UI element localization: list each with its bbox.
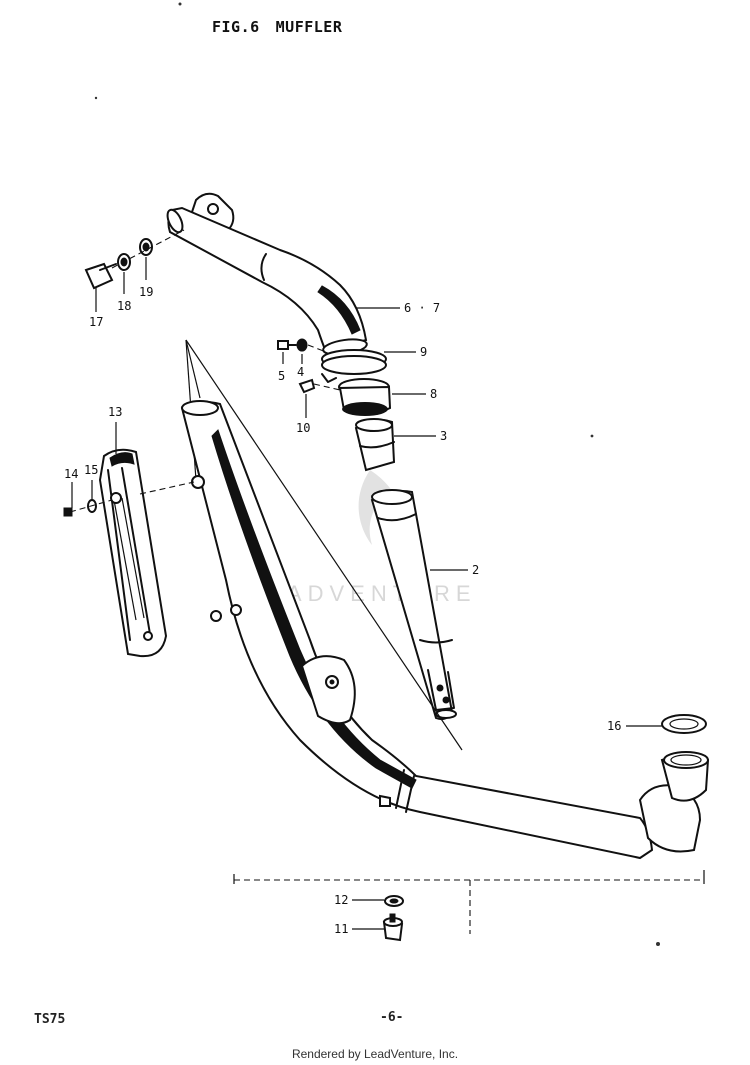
header-bolt-set: [84, 229, 185, 290]
pipe-end-opening: [166, 208, 184, 234]
reference-line: [185, 339, 463, 751]
muffler-body: [180, 400, 710, 860]
callout-3: 3: [440, 429, 447, 443]
print-speck: [94, 96, 98, 100]
callout-9: 9: [420, 345, 427, 359]
screw-10-icon: [298, 378, 316, 394]
exhaust-gasket: [661, 714, 707, 734]
muffler-gasket: [338, 378, 392, 416]
callout-14: 14: [64, 467, 78, 481]
callout-15: 15: [84, 463, 98, 477]
print-speck: [656, 942, 660, 946]
rendered-by-credit: Rendered by LeadVenture, Inc.: [291, 1047, 459, 1061]
bottom-mount-hardware: [382, 895, 404, 942]
front-elbow: [638, 784, 702, 853]
mounting-hole: [207, 203, 219, 215]
callout-4: 4: [297, 365, 304, 379]
callout-12: 12: [334, 893, 348, 907]
clamp-ring-bottom: [321, 355, 387, 375]
pipe-shading: [317, 285, 361, 335]
section-title: MUFFLER: [275, 18, 343, 36]
header-pipe-body: [167, 206, 368, 354]
connector-pipe: [354, 418, 396, 472]
figure-label: FIG.6: [212, 18, 260, 36]
clamp-tab: [321, 373, 337, 383]
callout-6-7: 6 · 7: [404, 301, 440, 315]
callout-10: 10: [296, 421, 310, 435]
callout-labels: 6 · 7 9 8 3 2 5 4 10 17 18 19 13 14 15 1…: [64, 285, 621, 936]
callout-18: 18: [117, 299, 131, 313]
pipe-weld-seam: [260, 253, 267, 281]
exhaust-header-pipe: [166, 192, 368, 356]
leader-lines: [71, 257, 662, 930]
callout-11: 11: [334, 922, 348, 936]
clamp-bolts: [277, 338, 341, 394]
washer-4-icon: [296, 338, 308, 352]
callout-5: 5: [278, 369, 285, 383]
shield-fasteners: [63, 481, 195, 517]
figure-title: FIG.6 MUFFLER: [212, 18, 342, 36]
page-number: -6-: [380, 1010, 404, 1025]
callout-8: 8: [430, 387, 437, 401]
callout-2: 2: [472, 563, 479, 577]
muffler-bracket: [300, 655, 356, 725]
reference-line: [185, 339, 201, 399]
clamp-ring: [321, 349, 387, 383]
callout-16: 16: [607, 719, 621, 733]
model-code: TS75: [34, 1012, 66, 1027]
muffler-seam: [211, 429, 417, 789]
bolt-5-icon: [277, 340, 289, 350]
callout-13: 13: [108, 405, 122, 419]
callout-17: 17: [89, 315, 103, 329]
callout-19: 19: [139, 285, 153, 299]
print-speck: [178, 2, 182, 6]
bolt-17-icon: [84, 262, 114, 290]
heat-shield: [98, 448, 168, 658]
spark-arrester-baffle: [370, 489, 457, 721]
print-speck: [590, 434, 594, 438]
